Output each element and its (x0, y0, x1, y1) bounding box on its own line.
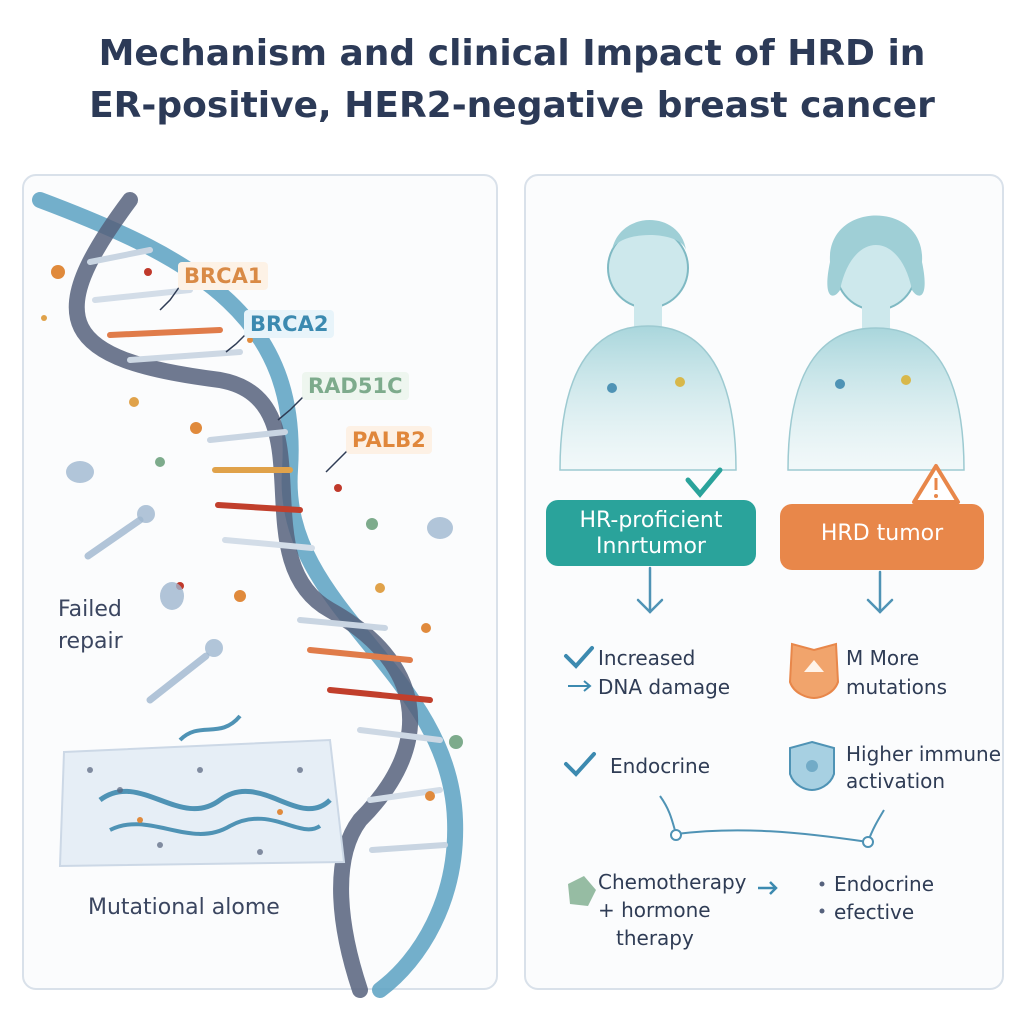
bullet-icons (819, 881, 825, 914)
hr-item-endocrine: Endocrine (610, 754, 710, 778)
hr-item-dna-damage: DNA damage (598, 675, 731, 699)
dna-fragments (66, 461, 453, 657)
mutational-tissue-icon (58, 714, 346, 868)
page-title: Mechanism and clinical Impact of HRD in … (0, 28, 1024, 132)
title-line-2: ER-positive, HER2-negative breast cancer (89, 85, 935, 126)
hrd-item-more: M More (846, 646, 920, 670)
hrd-item-immune-line-1: Higher immune (846, 742, 1002, 766)
hrd-item-endocrine-line-2: efective (834, 900, 915, 924)
hrd-item-immune-line-2: activation (846, 769, 946, 793)
gene-label-palb2: PALB2 (346, 426, 432, 454)
hrd-item-mutations: mutations (846, 675, 947, 699)
arrow-small-icon (568, 680, 592, 692)
gene-label-brca1: BRCA1 (178, 262, 269, 290)
hr-proficient-figure (559, 220, 737, 471)
hrd-tumor-box: HRD tumor (780, 504, 984, 570)
connector-line (659, 795, 885, 843)
hr-proficient-box: HR-proficient Innrtumor (546, 500, 756, 566)
gene-label-rad51c: RAD51C (302, 372, 409, 400)
shield-alert-icon (788, 642, 840, 700)
down-arrows (636, 566, 894, 614)
hrd-figure (787, 215, 965, 471)
hr-item-increased: Increased (598, 646, 696, 670)
hr-item-chemo-line-3: therapy (616, 926, 694, 950)
gene-pointers (159, 285, 349, 473)
hr-box-line-2: Innrtumor (596, 534, 706, 559)
hrd-item-endocrine-line-1: Endocrine (834, 872, 934, 896)
hr-item-chemo-line-2: + hormone (598, 898, 711, 922)
hr-box-line-1: HR-proficient (579, 508, 723, 533)
check-icon (685, 467, 723, 498)
hr-item-chemo-line-1: Chemotherapy (598, 870, 747, 894)
title-line-1: Mechanism and clinical Impact of HRD in (98, 33, 926, 74)
gene-label-brca2: BRCA2 (244, 310, 335, 338)
warning-icon (912, 464, 960, 504)
shield-immune-icon (789, 740, 835, 792)
dna-helix-icon (32, 192, 464, 998)
failed-repair-label: Failed repair (58, 597, 123, 654)
arrow-right-icon (758, 881, 778, 895)
hr-check-icons (564, 646, 596, 777)
mutational-label: Mutational alome (88, 895, 280, 920)
clinical-impact-panel (524, 174, 1004, 990)
chemotherapy-icon (568, 876, 596, 906)
